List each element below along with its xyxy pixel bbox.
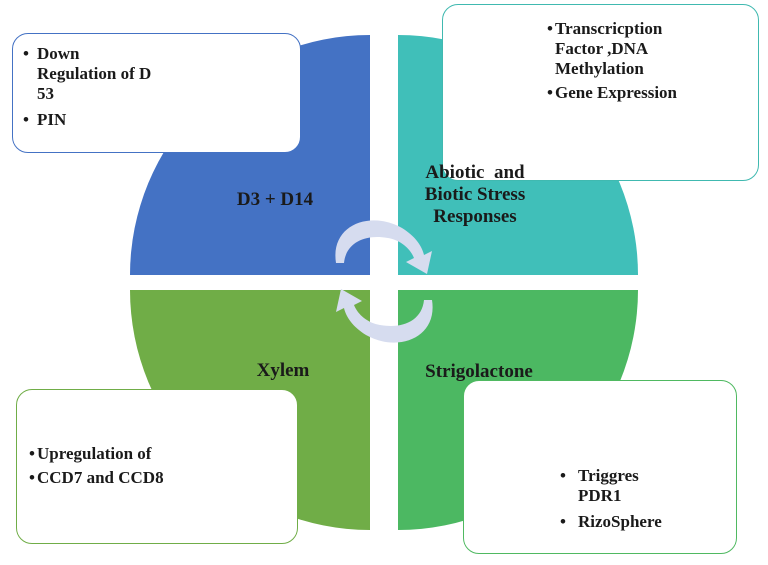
bullet-line: PIN	[37, 110, 67, 129]
bullet-line: Upregulation of	[37, 444, 152, 463]
bullet-line: CCD7 and CCD8	[37, 468, 164, 487]
quadrant-label-line: Abiotic and	[425, 162, 525, 183]
info-box-strigolactone: Triggres PDR1 RizoSphere	[463, 380, 737, 554]
bullet-line: Factor ,DNA	[555, 39, 649, 58]
cycle-arrow-upper	[335, 220, 432, 274]
bullet-line: 53	[37, 84, 54, 103]
bullet-item: Down Regulation of D 53	[23, 44, 290, 104]
circular-arrows-icon	[335, 220, 433, 343]
info-box-d3-d14: Down Regulation of D 53 PIN	[12, 33, 301, 153]
bullet-item: PIN	[23, 110, 290, 130]
quadrant-label-xylem: Xylem	[256, 360, 310, 381]
cycle-arrow-lower	[336, 289, 433, 343]
bullet-item: CCD7 and CCD8	[29, 468, 287, 488]
bullet-line: Gene Expression	[555, 83, 678, 102]
bullet-item: Transcricption Factor ,DNA Methylation	[547, 19, 748, 79]
quadrant-d3-d14	[130, 35, 370, 275]
quadrant-label-stress-responses: Abiotic and Biotic Stress Responses	[400, 162, 550, 228]
bullet-line: Down	[37, 44, 80, 63]
bullet-item: Upregulation of	[29, 444, 287, 464]
bullet-line: Triggres	[578, 466, 639, 485]
quadrant-label-d3-d14: D3 + D14	[236, 189, 314, 210]
bullet-item: Gene Expression	[547, 83, 748, 103]
quadrant-label-line: Biotic Stress	[424, 184, 526, 205]
quadrant-label-line: Responses	[433, 206, 517, 227]
quadrant-label-strigolactone: Strigolactone	[425, 361, 533, 382]
info-box-stress-responses: Transcricption Factor ,DNA Methylation G…	[442, 4, 759, 181]
bullet-item: Triggres PDR1	[560, 466, 726, 506]
info-box-xylem: Upregulation of CCD7 and CCD8	[16, 389, 298, 544]
bullet-line: RizoSphere	[578, 512, 662, 531]
bullet-line: PDR1	[578, 486, 622, 505]
bullet-line: Transcricption	[555, 19, 663, 38]
bullet-line: Regulation of D	[37, 64, 152, 83]
bullet-line: Methylation	[555, 59, 644, 78]
bullet-item: RizoSphere	[560, 512, 726, 532]
